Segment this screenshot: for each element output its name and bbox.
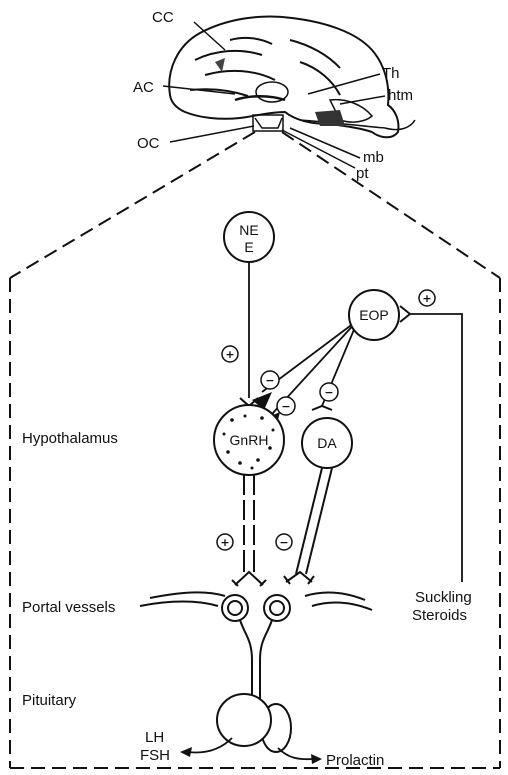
svg-text:−: −: [279, 536, 288, 549]
minus-sign-da-axon: −: [276, 534, 292, 550]
brain-leader-lines: [163, 22, 385, 168]
minus-sign-gnrh-lower: −: [277, 397, 295, 415]
portal-vessels-label: Portal vessels: [22, 599, 115, 616]
pituitary-gland: [217, 694, 291, 752]
brainstem-shade: [315, 110, 345, 126]
da-axon: [284, 468, 332, 584]
minus-sign-da: −: [320, 383, 338, 401]
prolactin-label: Prolactin: [326, 752, 384, 769]
da-label: DA: [317, 435, 337, 451]
gnrh-label: GnRH: [230, 432, 269, 448]
prolactin-arrowhead: [311, 754, 322, 764]
portal-vessels: [140, 592, 372, 700]
suckling-label: Suckling: [415, 589, 472, 606]
ventricle-shade: [215, 58, 225, 72]
gnrh-axon: [232, 475, 266, 586]
label-th: Th: [382, 65, 400, 82]
lh-fsh-arrowhead: [180, 747, 192, 757]
label-cc: CC: [152, 9, 174, 26]
label-ac: AC: [133, 79, 154, 96]
svg-text:−: −: [265, 374, 274, 387]
plus-sign-gnrh-axon: +: [217, 534, 233, 550]
eop-neuron: EOP: [349, 290, 399, 340]
svg-text:−: −: [324, 386, 333, 399]
svg-text:+: +: [220, 536, 229, 549]
pituitary-label: Pituitary: [22, 692, 77, 709]
eop-label: EOP: [359, 307, 389, 323]
label-pt: pt: [356, 165, 369, 182]
gnrh-neuron: GnRH: [214, 405, 284, 475]
e-label: E: [244, 239, 253, 255]
svg-text:+: +: [225, 348, 234, 361]
ne-e-neuron: NE E: [224, 212, 274, 262]
da-neuron: DA: [302, 418, 352, 468]
label-oc: OC: [137, 135, 160, 152]
brain-illustration: [169, 17, 415, 138]
label-mb: mb: [363, 149, 384, 166]
minus-sign-gnrh-upper: −: [261, 371, 279, 389]
svg-text:+: +: [422, 292, 431, 305]
svg-text:−: −: [281, 400, 290, 413]
fsh-label: FSH: [140, 747, 170, 764]
lh-label: LH: [145, 729, 164, 746]
ne-label: NE: [239, 222, 258, 238]
hypothalamus-label: Hypothalamus: [22, 430, 118, 447]
plus-sign-suckling: +: [419, 290, 435, 306]
steroids-label: Steroids: [412, 607, 467, 624]
label-htm: htm: [388, 87, 413, 104]
plus-sign-ne: +: [222, 346, 238, 362]
